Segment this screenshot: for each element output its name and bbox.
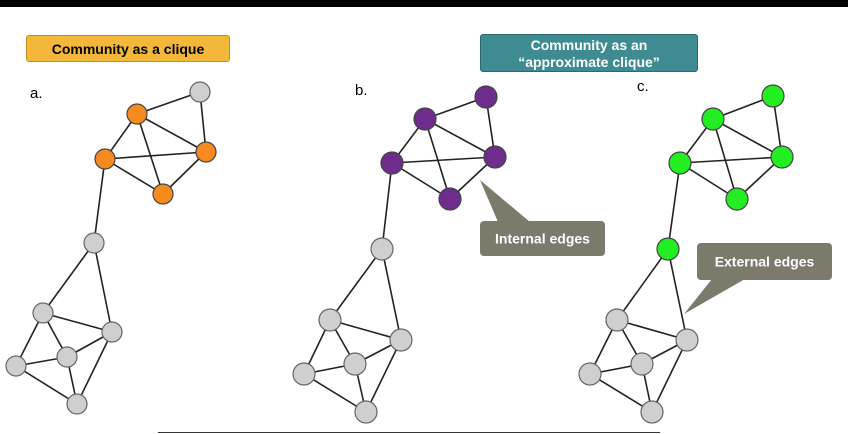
approximate-clique-label: Community as an “approximate clique” <box>480 34 698 72</box>
node-b-L4 <box>292 362 316 386</box>
node-a-T <box>189 81 211 103</box>
node-a-L2 <box>101 321 123 343</box>
node-c-C <box>725 187 749 211</box>
edge-a-L4-L5 <box>15 365 78 405</box>
edge-b-B-H <box>381 162 393 250</box>
edge-b-L4-L5 <box>303 373 367 413</box>
bottom-rule <box>158 432 660 433</box>
node-c-L1 <box>605 308 629 332</box>
approximate-clique-line1: Community as an <box>530 37 648 53</box>
internal-edges-callout-box <box>480 221 605 256</box>
edge-a-T-A <box>136 91 201 115</box>
edge-a-A-D <box>136 113 207 153</box>
node-c-L5 <box>640 400 664 424</box>
node-a-L5 <box>66 393 88 415</box>
edge-a-B-H <box>93 158 106 244</box>
edge-a-B-C <box>104 158 164 195</box>
approximate-clique-line2: “approximate clique” <box>518 54 660 70</box>
internal-edges-callout-text: Internal edges <box>495 231 590 247</box>
edge-b-B-D <box>391 156 496 164</box>
node-b-A <box>413 107 437 131</box>
edge-b-L2-L5 <box>365 339 402 413</box>
edge-b-A-C <box>424 118 451 200</box>
node-c-L4 <box>578 362 602 386</box>
node-c-B <box>668 151 692 175</box>
node-c-L3 <box>630 352 654 376</box>
edge-b-A-D <box>424 118 496 158</box>
node-a-L1 <box>32 302 54 324</box>
node-b-H <box>370 237 394 261</box>
external-edges-callout <box>684 243 832 314</box>
node-c-D <box>770 145 794 169</box>
panel-a-letter: a. <box>30 85 43 102</box>
node-b-L1 <box>318 308 342 332</box>
node-a-L3 <box>56 346 78 368</box>
node-b-L2 <box>389 328 413 352</box>
external-edges-callout-box <box>697 243 832 280</box>
edge-b-H-L2 <box>381 248 402 341</box>
edge-b-H-L1 <box>329 248 383 321</box>
panel-b-letter: b. <box>355 82 368 99</box>
edge-c-A-D <box>712 118 783 158</box>
panel-c-letter: c. <box>637 78 649 95</box>
external-edges-callout-text: External edges <box>715 254 815 270</box>
node-b-D <box>483 145 507 169</box>
internal-edges-callout <box>480 180 605 256</box>
node-b-C <box>438 187 462 211</box>
node-b-L5 <box>354 400 378 424</box>
node-c-T <box>761 84 785 108</box>
internal-edges-callout-pointer <box>480 180 530 222</box>
node-c-H <box>656 237 680 261</box>
node-a-B <box>94 148 116 170</box>
edge-b-L1-L2 <box>329 319 402 341</box>
edge-c-H-L1 <box>616 248 669 321</box>
node-a-D <box>195 141 217 163</box>
edge-c-L1-L2 <box>616 319 688 341</box>
edge-a-L2-L5 <box>76 331 113 405</box>
node-c-A <box>701 107 725 131</box>
edge-a-B-D <box>104 151 207 160</box>
edge-a-L1-L2 <box>42 312 113 333</box>
node-a-C <box>152 183 174 205</box>
edge-c-B-D <box>679 156 783 164</box>
node-b-T <box>474 85 498 109</box>
edge-c-L2-L5 <box>651 339 688 413</box>
node-a-A <box>126 103 148 125</box>
edge-c-A-C <box>712 118 738 200</box>
node-a-H <box>83 232 105 254</box>
edge-a-H-L1 <box>42 242 95 314</box>
clique-label: Community as a clique <box>26 35 230 62</box>
top-bar <box>0 0 848 7</box>
node-a-L4 <box>5 355 27 377</box>
edge-c-B-H <box>667 162 681 250</box>
edge-c-L4-L5 <box>589 373 653 413</box>
node-b-L3 <box>343 352 367 376</box>
node-c-L2 <box>675 328 699 352</box>
edge-a-H-L2 <box>93 242 113 333</box>
node-b-B <box>380 151 404 175</box>
edge-c-H-L2 <box>667 248 688 341</box>
external-edges-callout-pointer <box>684 279 745 314</box>
edge-a-A-C <box>136 113 164 195</box>
